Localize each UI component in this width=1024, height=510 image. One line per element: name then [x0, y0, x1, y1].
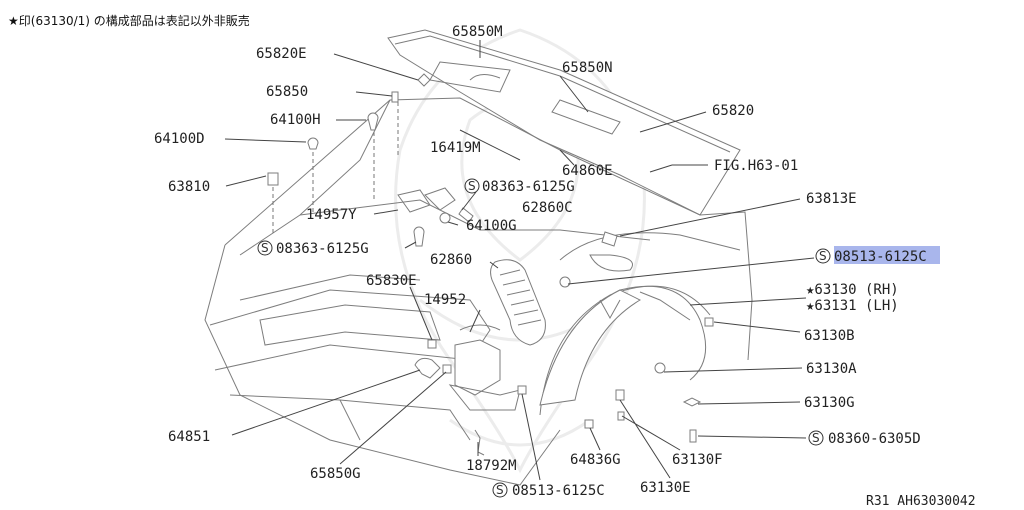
part-label-64100d[interactable]: 64100D [154, 131, 205, 147]
part-label-18792m[interactable]: 18792M [466, 458, 517, 474]
standard-part-symbol: S [257, 240, 273, 256]
hood-insulator-clip [551, 99, 621, 135]
header-note: ★印(63130/1) の構成部品は表記以外非販売 [8, 13, 250, 28]
svg-text:S: S [496, 483, 504, 497]
svg-text:S: S [261, 241, 269, 255]
diagram-reference-code: R31 AH63030042 [866, 494, 976, 509]
part-label-08360-6305d[interactable]: 08360-6305D [828, 431, 921, 447]
standard-part-symbol: S [464, 178, 480, 194]
part-label-63130e[interactable]: 63130E [640, 480, 691, 496]
hood-bumper [367, 112, 379, 131]
air-duct-hose [490, 259, 546, 346]
selected-part-highlight [834, 246, 940, 264]
part-label-14957y[interactable]: 14957Y [306, 207, 357, 223]
figure-reference-link[interactable]: FIG.H63-01 [714, 158, 798, 174]
part-label-62860[interactable]: 62860 [430, 252, 472, 268]
part-label-14952[interactable]: 14952 [424, 292, 466, 308]
part-label-63813e[interactable]: 63813E [806, 191, 857, 207]
part-label-65820e[interactable]: 65820E [256, 46, 307, 62]
radiator-grille [259, 304, 441, 346]
standard-part-symbol: S [492, 482, 508, 498]
part-label-63810[interactable]: 63810 [168, 179, 210, 195]
part-label-63130-rh[interactable]: ★63130 (RH) [806, 282, 899, 298]
svg-text:S: S [812, 431, 820, 445]
fender-protector [539, 289, 642, 406]
hood-latch-bracket [429, 61, 511, 93]
part-label-64851[interactable]: 64851 [168, 429, 210, 445]
part-label-64860e[interactable]: 64860E [562, 163, 613, 179]
bumper-rubber [417, 73, 431, 87]
reservoir-tank [454, 339, 501, 396]
vehicle-front-drawing [204, 29, 753, 486]
hose-clip [414, 357, 441, 379]
part-label-64100h[interactable]: 64100H [270, 112, 321, 128]
part-label-65850g[interactable]: 65850G [310, 466, 361, 482]
svg-text:S: S [819, 249, 827, 263]
part-label-63130f[interactable]: 63130F [672, 452, 723, 468]
stay-pin [391, 91, 399, 103]
part-label-63130g[interactable]: 63130G [804, 395, 855, 411]
part-label-62860c[interactable]: 62860C [522, 200, 573, 216]
part-label-08513-6125c-selected[interactable]: 08513-6125C [834, 249, 927, 265]
part-label-65850[interactable]: 65850 [266, 84, 308, 100]
leader-lines [224, 40, 815, 481]
part-labels: 65850M 65820E 65850N 65850 65820 64100H … [154, 24, 927, 499]
part-label-63130a[interactable]: 63130A [806, 361, 857, 377]
part-label-63130b[interactable]: 63130B [804, 328, 855, 344]
part-label-65850m[interactable]: 65850M [452, 24, 503, 40]
svg-text:S: S [468, 179, 476, 193]
part-label-08363-6125g-lower[interactable]: 08363-6125G [276, 241, 369, 257]
part-label-16419m[interactable]: 16419M [430, 140, 481, 156]
part-label-65820[interactable]: 65820 [712, 103, 754, 119]
part-label-64100g[interactable]: 64100G [466, 218, 517, 234]
part-label-63131-lh[interactable]: ★63131 (LH) [806, 298, 899, 314]
part-label-08363-6125g-upper[interactable]: 08363-6125G [482, 179, 575, 195]
part-label-08513-6125c-lower[interactable]: 08513-6125C [512, 483, 605, 499]
standard-part-symbol: S [815, 248, 831, 264]
part-label-65830e[interactable]: 65830E [366, 273, 417, 289]
part-label-64836g[interactable]: 64836G [570, 452, 621, 468]
grommet [307, 137, 319, 150]
part-label-65850n[interactable]: 65850N [562, 60, 613, 76]
standard-part-symbol: S [808, 430, 824, 446]
clip [267, 172, 279, 186]
